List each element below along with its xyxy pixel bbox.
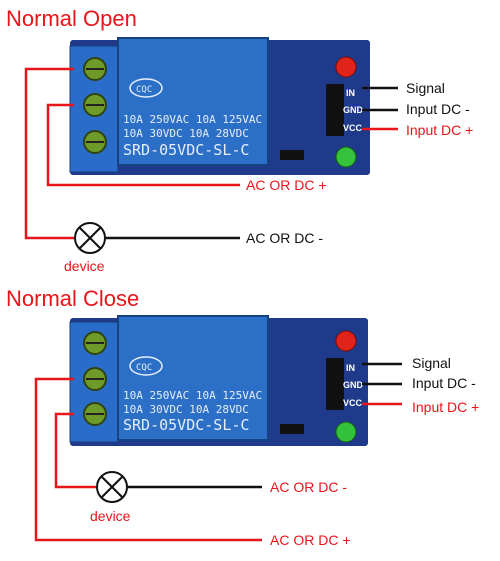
- terminal-screw: [83, 367, 107, 391]
- label-input-dc-plus: Input DC +: [406, 122, 473, 138]
- relay-rating-line-1: 10A 250VAC 10A 125VAC: [123, 389, 262, 402]
- status-led: [335, 421, 357, 443]
- relay-rating-line-1: 10A 250VAC 10A 125VAC: [123, 113, 262, 126]
- label-load-plus: AC OR DC +: [246, 177, 327, 193]
- relay-model: SRD-05VDC-SL-C: [123, 416, 249, 434]
- jumper: [280, 150, 304, 160]
- label-input-dc-minus: Input DC -: [412, 375, 476, 391]
- pin-vcc: VCC: [343, 123, 363, 133]
- relay-model: SRD-05VDC-SL-C: [123, 141, 249, 159]
- title-normal-close: Normal Close: [6, 286, 139, 311]
- device-wire-red: [54, 412, 96, 489]
- device-wire-red: [24, 67, 74, 240]
- relay-brand: CQC: [136, 85, 152, 95]
- relay-module-top: CQC 10A 250VAC 10A 125VAC 10A 30VDC 10A …: [69, 37, 370, 175]
- pin-gnd: GND: [343, 105, 364, 115]
- label-input-dc-minus: Input DC -: [406, 101, 470, 117]
- relay-body: [117, 315, 269, 441]
- label-device: device: [90, 508, 131, 524]
- label-signal: Signal: [412, 355, 451, 371]
- terminal-screw: [83, 57, 107, 81]
- status-led: [335, 146, 357, 168]
- header-pins: [326, 84, 344, 136]
- pin-gnd: GND: [343, 380, 364, 390]
- pin-in: IN: [346, 88, 355, 98]
- relay-body: [117, 37, 269, 166]
- label-device: device: [64, 258, 105, 274]
- load-wire-plus: [34, 377, 262, 542]
- relay-rating-line-2: 10A 30VDC 10A 28VDC: [123, 127, 249, 140]
- device-lamp-icon: [74, 222, 106, 254]
- label-load-minus: AC OR DC -: [246, 230, 323, 246]
- relay-module-bottom: CQC 10A 250VAC 10A 125VAC 10A 30VDC 10A …: [69, 315, 368, 446]
- load-wire-plus: [46, 103, 240, 187]
- terminal-screw: [83, 331, 107, 355]
- label-signal: Signal: [406, 80, 445, 96]
- terminal-screw: [83, 93, 107, 117]
- relay-brand: CQC: [136, 363, 152, 373]
- cqc-logo: [129, 356, 163, 376]
- device-lamp-icon: [96, 471, 128, 503]
- cqc-logo: [129, 78, 163, 98]
- pin-vcc: VCC: [343, 398, 363, 408]
- terminal-screw: [83, 130, 107, 154]
- power-led: [335, 56, 357, 78]
- title-normal-open: Normal Open: [6, 6, 137, 31]
- label-input-dc-plus: Input DC +: [412, 399, 479, 415]
- power-led: [335, 330, 357, 352]
- label-load-plus: AC OR DC +: [270, 532, 351, 548]
- relay-rating-line-2: 10A 30VDC 10A 28VDC: [123, 403, 249, 416]
- header-pins: [326, 358, 344, 410]
- label-load-minus: AC OR DC -: [270, 479, 347, 495]
- terminal-screw: [83, 402, 107, 426]
- pin-in: IN: [346, 363, 355, 373]
- jumper: [280, 424, 304, 434]
